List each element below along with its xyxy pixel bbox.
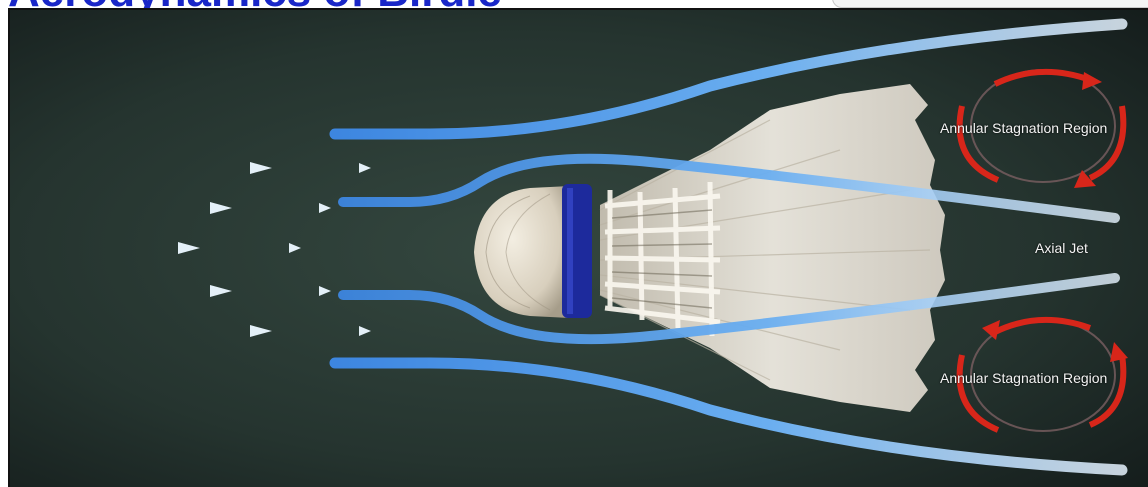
stagnation-label-bottom: Annular Stagnation Region (940, 370, 1107, 386)
search-field[interactable] (832, 0, 1148, 8)
shuttlecock-flow-diagram: Annular Stagnation Region Axial Jet Annu… (8, 8, 1148, 487)
cork-band (562, 184, 592, 318)
axial-jet-label: Axial Jet (1035, 240, 1088, 256)
stagnation-label-top: Annular Stagnation Region (940, 120, 1107, 136)
flow-illustration (10, 10, 1148, 487)
